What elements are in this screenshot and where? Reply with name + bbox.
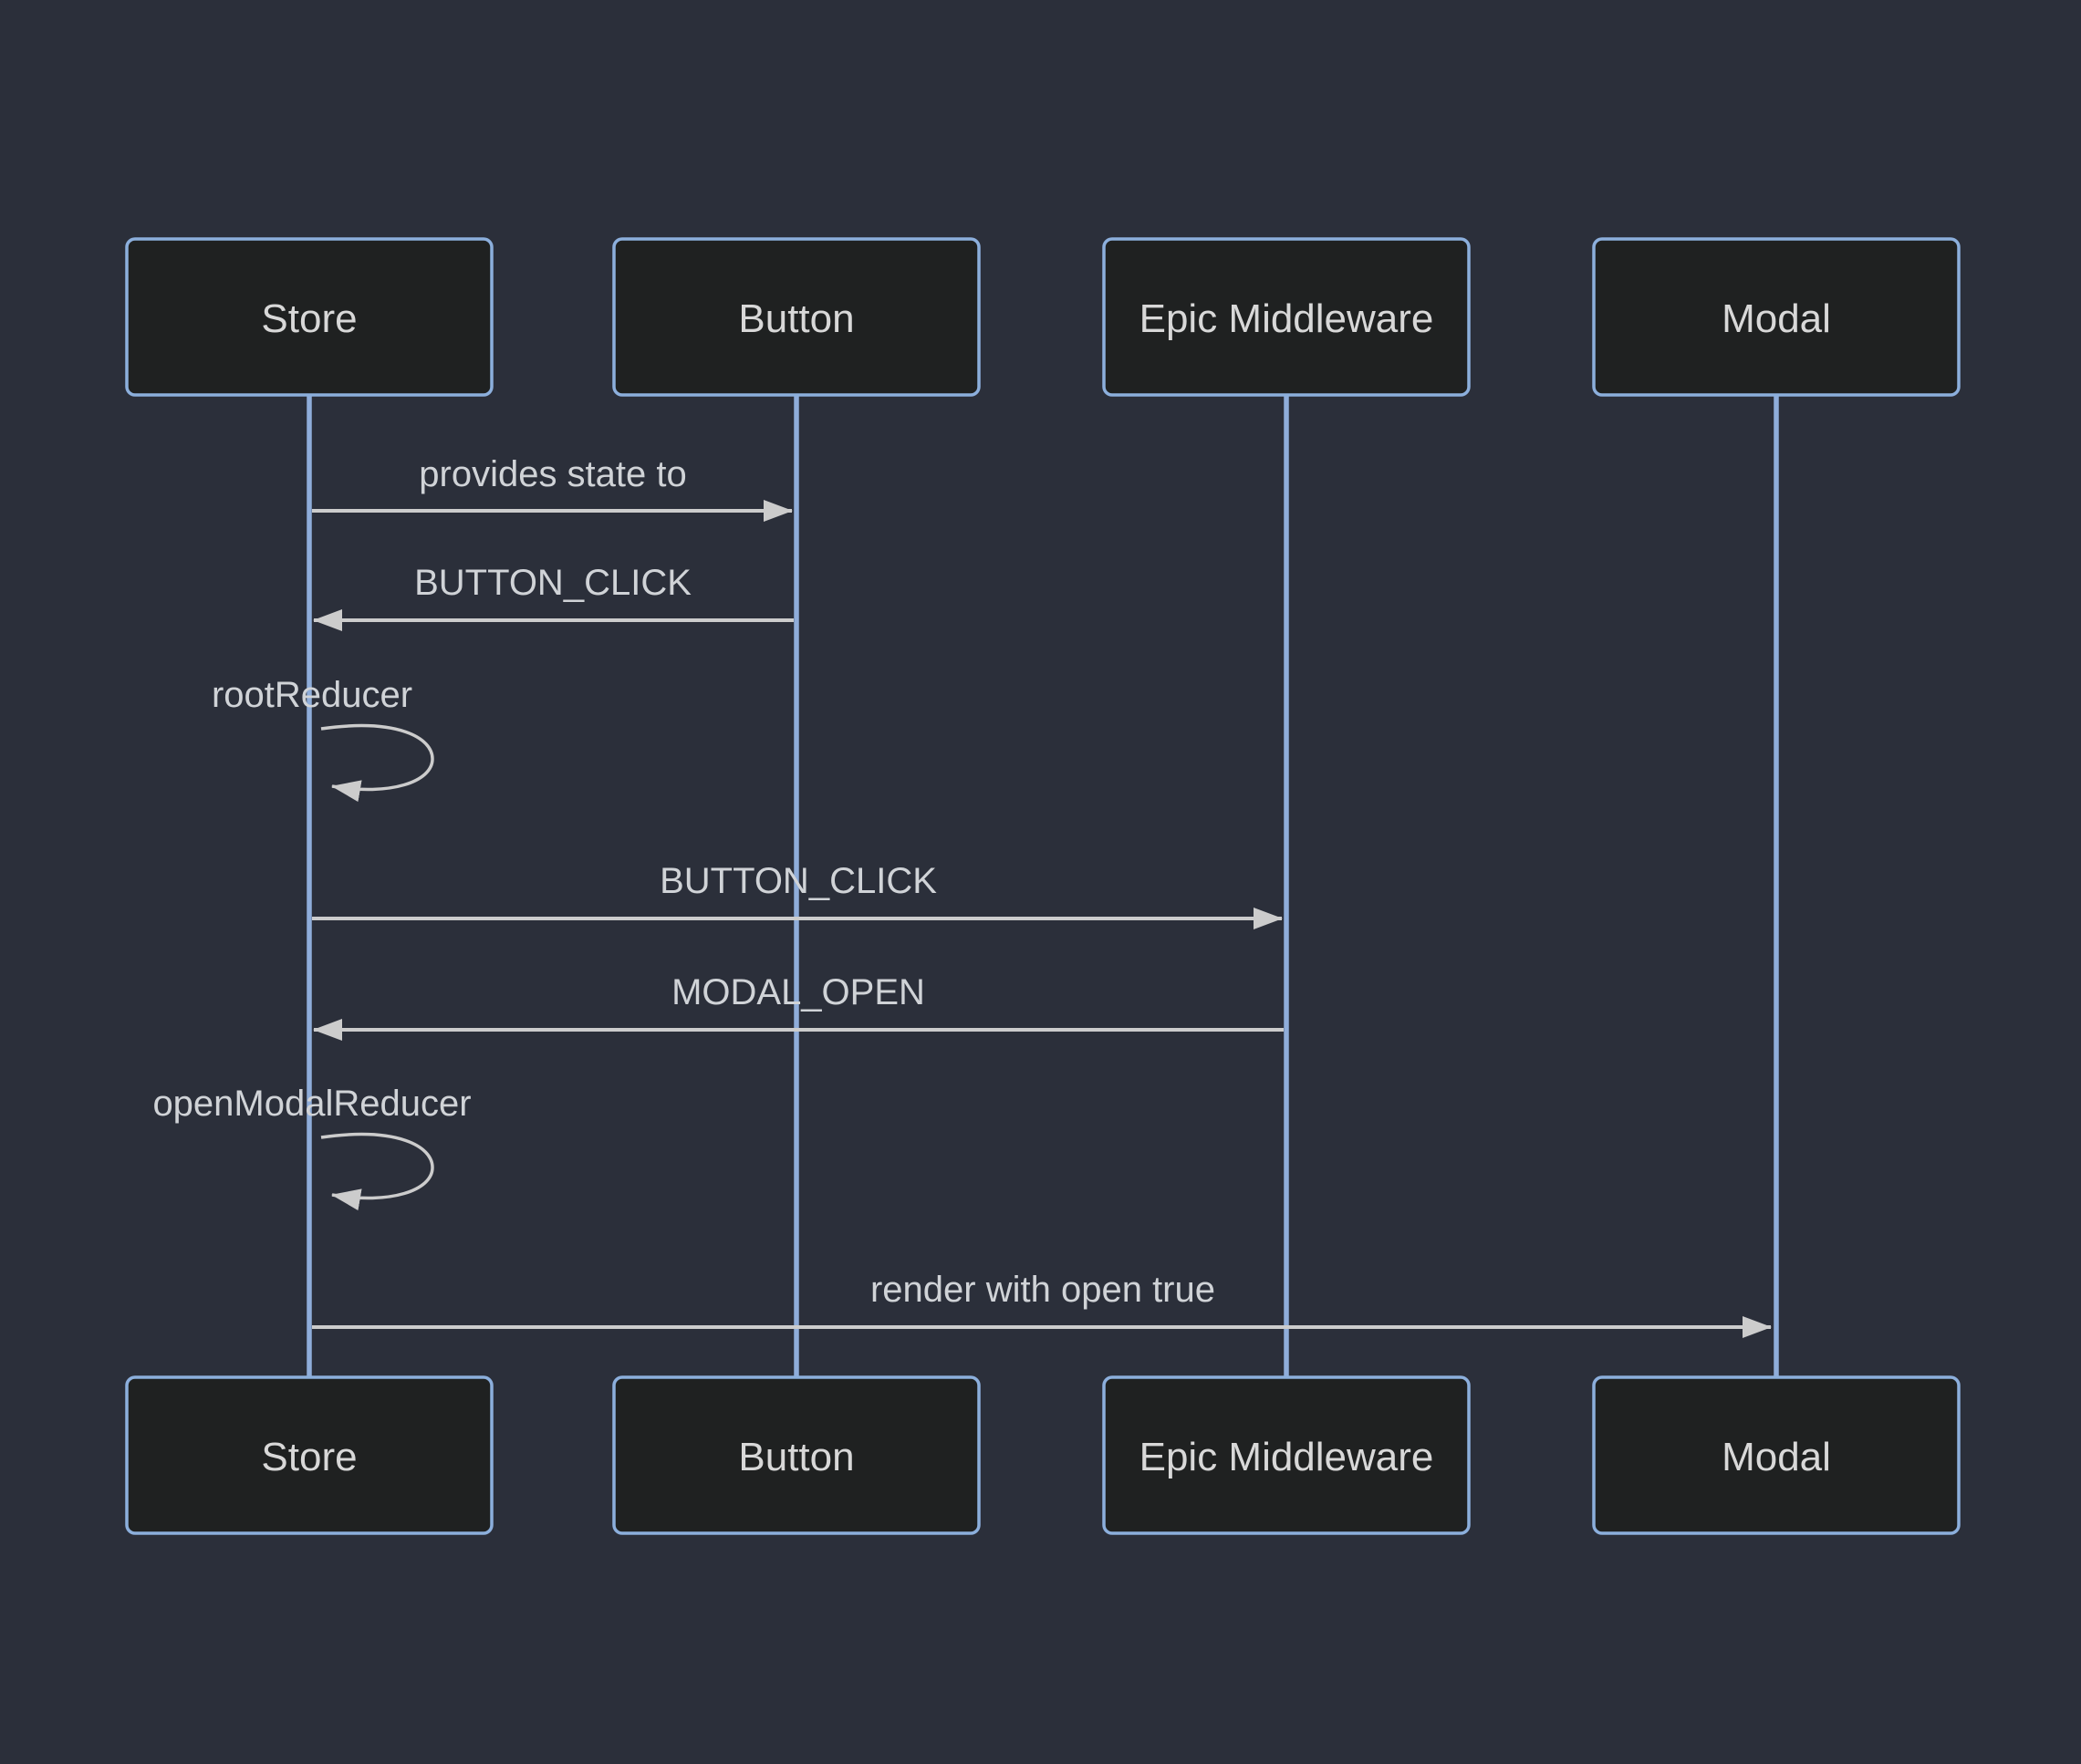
actor-top-epic-middleware: Epic Middleware xyxy=(1102,237,1471,397)
actor-label: Epic Middleware xyxy=(1139,296,1434,341)
message-label: MODAL_OPEN xyxy=(671,972,925,1012)
actor-box xyxy=(612,237,981,397)
actor-label: Button xyxy=(738,1435,854,1479)
actor-box xyxy=(1592,1375,1961,1535)
actor-label: Modal xyxy=(1722,296,1831,341)
actor-bottom-epic-middleware: Epic Middleware xyxy=(1102,1375,1471,1535)
self-loop-root-reducer xyxy=(320,723,434,803)
actor-label: Epic Middleware xyxy=(1139,1435,1434,1479)
message-label: render with open true xyxy=(870,1270,1215,1310)
message-label: openModalReducer xyxy=(152,1084,471,1124)
message-label: rootReducer xyxy=(212,675,412,715)
message-label: provides state to xyxy=(419,454,687,494)
actor-box xyxy=(125,1375,494,1535)
message-label: BUTTON_CLICK xyxy=(660,861,937,901)
actor-bottom-store: Store xyxy=(125,1375,494,1535)
actor-top-modal: Modal xyxy=(1592,237,1961,397)
actor-box xyxy=(125,237,494,397)
actor-label: Modal xyxy=(1722,1435,1831,1479)
actor-box xyxy=(1102,1375,1471,1535)
actor-top-store: Store xyxy=(125,237,494,397)
actor-box xyxy=(1592,237,1961,397)
actor-bottom-modal: Modal xyxy=(1592,1375,1961,1535)
self-loop-open-modal-reducer xyxy=(320,1132,434,1211)
message-label: BUTTON_CLICK xyxy=(414,563,692,603)
actor-top-button: Button xyxy=(612,237,981,397)
actor-bottom-button: Button xyxy=(612,1375,981,1535)
actor-label: Button xyxy=(738,296,854,341)
actor-label: Store xyxy=(261,296,357,341)
actor-box xyxy=(1102,237,1471,397)
actor-label: Store xyxy=(261,1435,357,1479)
actor-box xyxy=(612,1375,981,1535)
